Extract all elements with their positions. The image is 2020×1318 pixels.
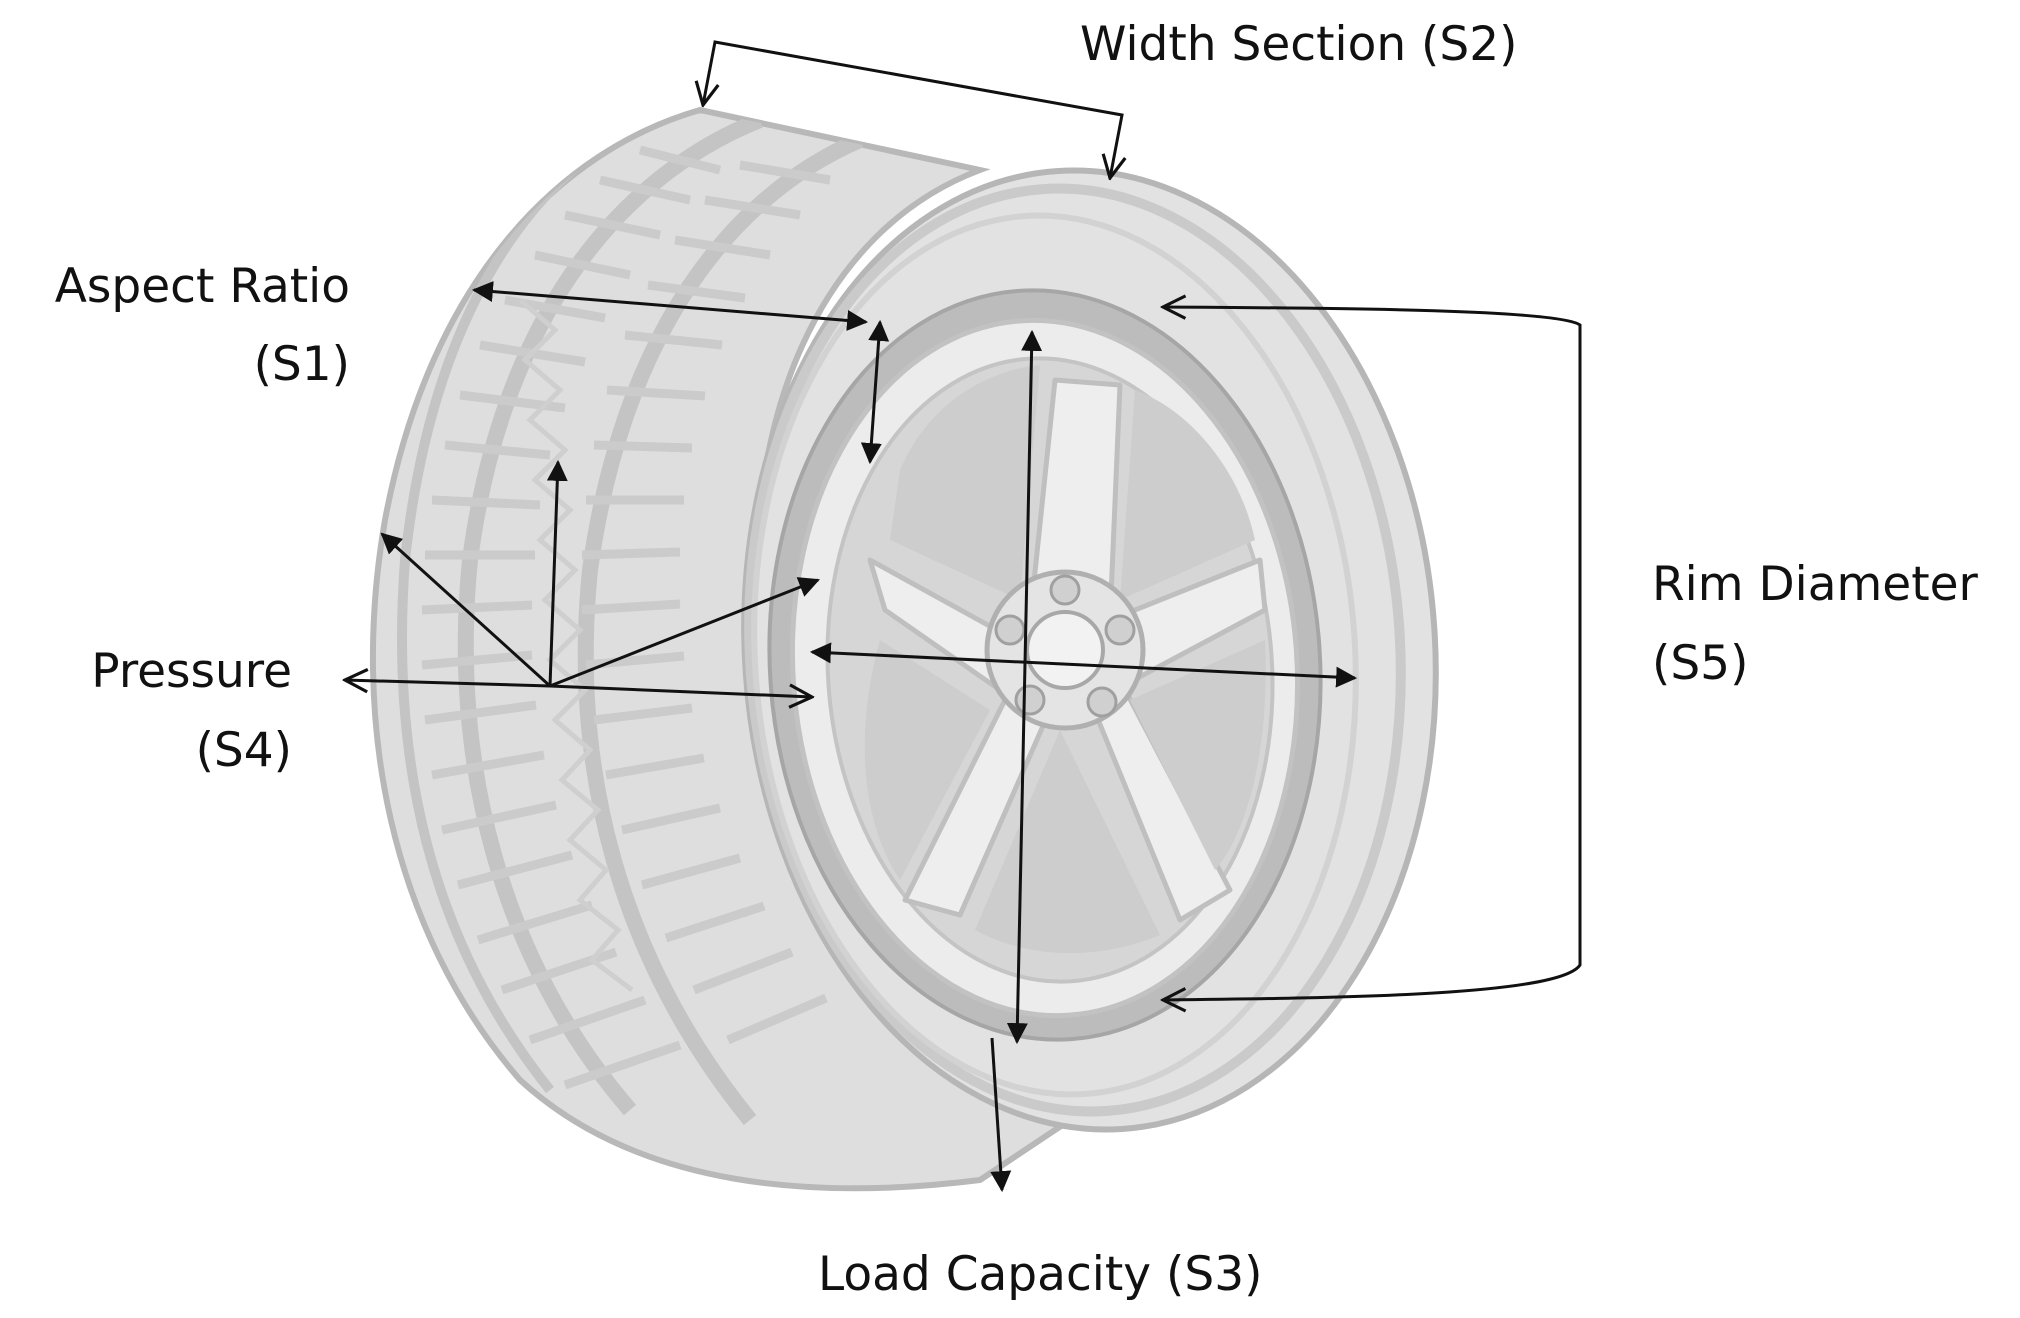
tire-illustration bbox=[369, 106, 1439, 1192]
pressure-arrows bbox=[345, 459, 820, 697]
label-pressure: Pressure bbox=[91, 644, 292, 699]
label-pressure-code: (S4) bbox=[196, 723, 292, 778]
width-section-arrow bbox=[703, 40, 1122, 178]
tread-pattern bbox=[397, 112, 864, 1126]
label-aspect-ratio: Aspect Ratio bbox=[55, 259, 350, 314]
annotation-arrows bbox=[345, 40, 1582, 1193]
hub-cap bbox=[1025, 610, 1105, 690]
annotation-labels: Width Section (S2) Aspect Ratio (S1) Pre… bbox=[55, 17, 1979, 1302]
label-aspect-ratio-code: (S1) bbox=[254, 337, 350, 392]
label-width-section: Width Section (S2) bbox=[1080, 17, 1517, 72]
label-rim-diameter-code: (S5) bbox=[1652, 636, 1748, 691]
load-capacity-arrow bbox=[990, 1037, 1012, 1193]
label-load-capacity: Load Capacity (S3) bbox=[818, 1247, 1262, 1302]
aspect-ratio-arrow bbox=[471, 281, 869, 331]
rim-diameter-bracket bbox=[1163, 307, 1582, 1000]
rim-horizontal-diameter-arrow bbox=[809, 642, 1358, 688]
label-rim-diameter: Rim Diameter bbox=[1652, 557, 1979, 612]
sidewall-height-arrow bbox=[860, 319, 890, 465]
sidewall-ring bbox=[744, 183, 1406, 1117]
